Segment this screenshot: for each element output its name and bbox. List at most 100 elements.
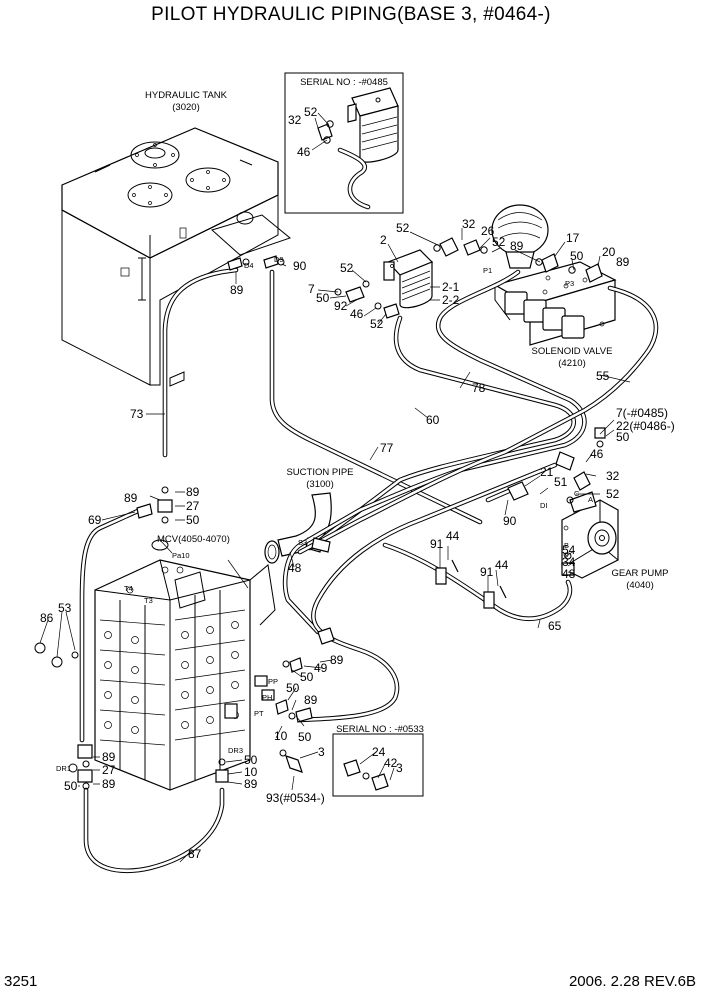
caption-tank: HYDRAULIC TANK xyxy=(145,90,228,101)
callout-32: 32 xyxy=(462,217,476,231)
hose-serial-core xyxy=(338,148,370,209)
callout-7: 7 xyxy=(308,282,315,296)
caption-gear-pump: GEAR PUMP xyxy=(611,568,668,579)
callout-34: 34 xyxy=(562,555,576,569)
caption-serial-bottom: SERIAL NO : -#0533 xyxy=(336,724,424,735)
callout-65: 65 xyxy=(548,619,562,633)
callout-89: 89 xyxy=(330,653,344,667)
port-d4: D4 xyxy=(244,261,254,270)
callout-90: 90 xyxy=(503,514,517,528)
callout-51: 51 xyxy=(554,475,568,489)
callout-50: 50 xyxy=(244,753,258,767)
port-pt: PT xyxy=(254,709,264,718)
serial-box-bottom xyxy=(332,733,424,797)
port-t3: T3 xyxy=(144,596,153,605)
hose-87 xyxy=(83,787,225,874)
caption-tank-code: (3020) xyxy=(172,102,199,113)
callout-44: 44 xyxy=(495,558,509,572)
callout-27: 27 xyxy=(186,499,200,513)
callout-73: 73 xyxy=(130,407,144,421)
callout-3: 3 xyxy=(318,745,325,759)
callout-52: 52 xyxy=(492,235,506,249)
callout-50: 50 xyxy=(64,779,78,793)
callout-17: 17 xyxy=(566,231,580,245)
callout-50: 50 xyxy=(286,681,300,695)
callout-89: 89 xyxy=(510,239,524,253)
revision-date: 2006. 2.28 REV.6B xyxy=(568,973,696,990)
callout-91: 91 xyxy=(480,565,494,579)
hose-69-core xyxy=(80,508,142,742)
hoses xyxy=(79,147,659,874)
hose-77-core xyxy=(298,463,557,722)
hose-d9-core xyxy=(270,270,482,524)
callout-86: 86 xyxy=(40,611,54,625)
callout-89: 89 xyxy=(304,693,318,707)
callout-52: 52 xyxy=(304,105,318,119)
captions: HYDRAULIC TANK (3020) SERIAL NO : -#0485… xyxy=(145,77,669,735)
callout-55: 55 xyxy=(596,369,610,383)
callout-32: 32 xyxy=(606,469,620,483)
callout-46: 46 xyxy=(297,145,311,159)
caption-suction-code: (3100) xyxy=(306,479,333,490)
port-ph: PH xyxy=(262,693,272,702)
callout-2: 2 xyxy=(380,233,387,247)
port-a: A xyxy=(588,495,593,504)
callout-89: 89 xyxy=(102,750,116,764)
caption-suction: SUCTION PIPE xyxy=(286,467,353,478)
callout-89: 89 xyxy=(124,491,138,505)
hose-87-core xyxy=(84,788,224,873)
page-title: PILOT HYDRAULIC PIPING(BASE 3, #0464-) xyxy=(151,4,551,25)
line-filter xyxy=(383,249,434,309)
callout-2-1: 2-1 xyxy=(442,280,460,294)
callout-53: 53 xyxy=(58,601,72,615)
callout-50: 50 xyxy=(570,249,584,263)
callout-91: 91 xyxy=(430,537,444,551)
hose-77 xyxy=(297,462,558,723)
hose-78-core xyxy=(283,270,586,634)
callout-69: 69 xyxy=(88,513,102,527)
page-number: 3251 xyxy=(4,973,38,990)
fittings xyxy=(34,237,606,791)
callout-89: 89 xyxy=(102,777,116,791)
callout-21: 21 xyxy=(540,465,554,479)
gear-pump xyxy=(561,491,619,579)
leader-lines xyxy=(39,112,631,863)
callouts: 32 52 46 2 52 32 26 52 89 17 50 20 89 52… xyxy=(40,105,675,861)
callout-89: 89 xyxy=(230,283,244,297)
callout-46: 46 xyxy=(350,307,364,321)
port-p1: P1 xyxy=(483,266,492,275)
caption-solenoid-code: (4210) xyxy=(558,358,585,369)
port-b: B xyxy=(564,541,569,550)
callout-60: 60 xyxy=(426,413,440,427)
callout-32: 32 xyxy=(288,113,302,127)
callout-52: 52 xyxy=(606,487,620,501)
hose-55-core xyxy=(298,286,658,554)
callout-89: 89 xyxy=(244,777,258,791)
hydraulic-tank xyxy=(61,127,292,387)
port-d9: D9 xyxy=(274,255,284,264)
callout-7-0485: 7(-#0485) xyxy=(616,406,668,420)
callout-48: 48 xyxy=(288,561,302,575)
port-pa10: Pa10 xyxy=(172,551,190,560)
callout-20: 20 xyxy=(602,245,616,259)
callout-54: 54 xyxy=(562,543,576,557)
callout-50: 50 xyxy=(616,430,630,444)
callout-27: 27 xyxy=(102,763,116,777)
callout-49: 49 xyxy=(314,661,328,675)
caption-gear-pump-code: (4040) xyxy=(626,580,653,591)
callout-92: 92 xyxy=(334,299,348,313)
caption-solenoid: SOLENOID VALVE xyxy=(532,346,613,357)
callout-77: 77 xyxy=(380,441,394,455)
callout-2-2: 2-2 xyxy=(442,293,460,307)
callout-50: 50 xyxy=(300,670,314,684)
callout-10: 10 xyxy=(244,765,258,779)
callout-42: 42 xyxy=(384,756,398,770)
callout-50: 50 xyxy=(186,513,200,527)
port-c: C xyxy=(574,489,580,498)
callout-48: 48 xyxy=(562,567,576,581)
callout-52: 52 xyxy=(370,317,384,331)
callout-44: 44 xyxy=(446,529,460,543)
callout-10: 10 xyxy=(274,729,288,743)
